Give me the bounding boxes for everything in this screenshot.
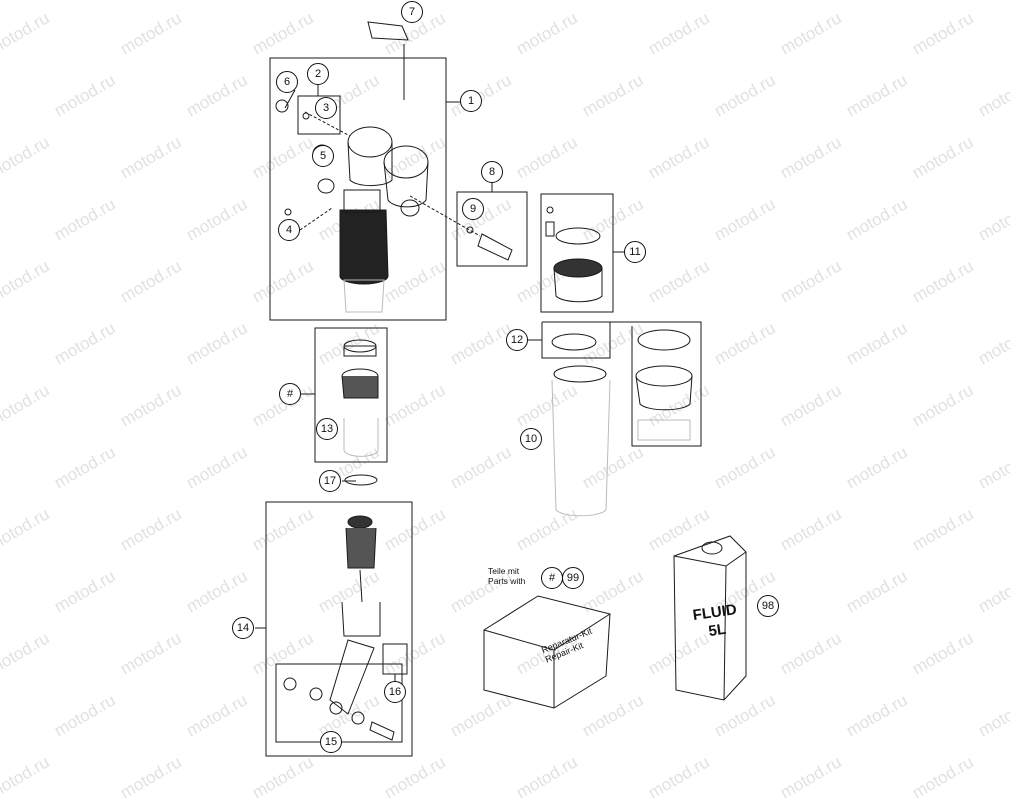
callout-17: 17 bbox=[319, 470, 341, 492]
callout-14: 14 bbox=[232, 617, 254, 639]
group-frame-1 bbox=[269, 57, 447, 321]
callout-1: 1 bbox=[460, 90, 482, 112]
callout-15: 15 bbox=[320, 731, 342, 753]
callout-13: 13 bbox=[316, 418, 338, 440]
callout-4: 4 bbox=[278, 219, 300, 241]
fluid-can-label: FLUID 5L bbox=[692, 601, 741, 643]
callout-3: 3 bbox=[315, 97, 337, 119]
group-frame-11 bbox=[540, 193, 614, 313]
watermark-text: motod.ru bbox=[644, 752, 713, 803]
kit-label: Teile mit Parts with bbox=[488, 566, 525, 586]
group-frame-3 bbox=[297, 95, 341, 135]
group-frame-13 bbox=[314, 327, 388, 463]
callout-99: 99 bbox=[562, 567, 584, 589]
callout-hash-2: # bbox=[541, 567, 563, 589]
group-frame-10 bbox=[542, 321, 702, 447]
callout-7: 7 bbox=[401, 1, 423, 23]
watermark-text: motod.ru bbox=[0, 752, 53, 803]
callout-2: 2 bbox=[307, 63, 329, 85]
watermark-text: motod.ru bbox=[776, 752, 845, 803]
diagram-drawing bbox=[255, 21, 747, 757]
watermark-text: motod.ru bbox=[908, 752, 977, 803]
callout-16: 16 bbox=[384, 681, 406, 703]
callout-5: 5 bbox=[312, 145, 334, 167]
kit-label-line1: Teile mit bbox=[488, 566, 520, 576]
group-frame-16 bbox=[382, 643, 408, 675]
callout-12: 12 bbox=[506, 329, 528, 351]
callout-6: 6 bbox=[276, 71, 298, 93]
watermark-text: motod.ru bbox=[380, 752, 449, 803]
callout-98: 98 bbox=[757, 595, 779, 617]
watermark-text: motod.ru bbox=[512, 752, 581, 803]
watermark-text: motod.ru bbox=[116, 752, 185, 803]
callout-hash-1: # bbox=[279, 383, 301, 405]
callout-11: 11 bbox=[624, 241, 646, 263]
callout-9: 9 bbox=[462, 198, 484, 220]
kit-label-line2: Parts with bbox=[488, 576, 526, 586]
group-frame-14 bbox=[265, 501, 413, 757]
watermark-text: motod.ru bbox=[248, 752, 317, 803]
callout-8: 8 bbox=[481, 161, 503, 183]
callout-10: 10 bbox=[520, 428, 542, 450]
